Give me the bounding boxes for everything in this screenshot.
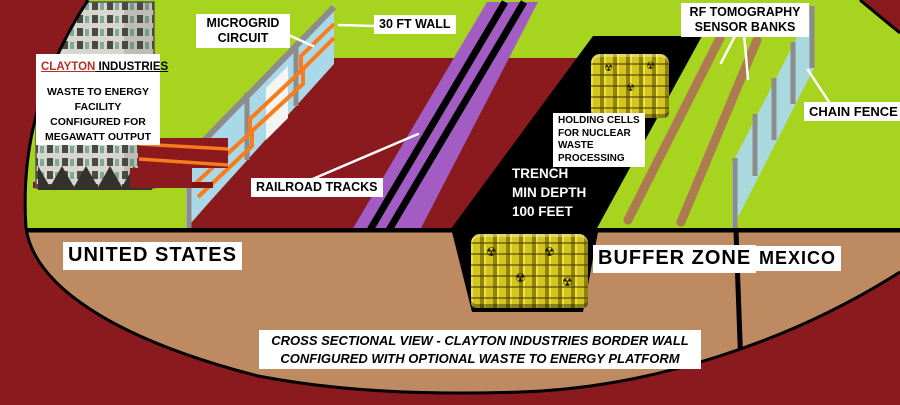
pointer-railroad — [306, 132, 420, 183]
facility-desc-line: WASTE TO ENERGY — [47, 85, 149, 98]
radiation-icon: ☢ — [486, 245, 497, 259]
callout-microgrid-circuit: MICROGRID CIRCUIT — [196, 14, 290, 48]
rail-right — [385, 0, 528, 232]
rail-left — [366, 0, 509, 232]
radiation-icon: ☢ — [562, 275, 573, 289]
callout-chain-fence: CHAIN FENCE — [804, 102, 900, 122]
holding-cells-barrels — [591, 54, 669, 118]
pointer-chain-fence — [806, 68, 835, 110]
diagram-caption: CROSS SECTIONAL VIEW - CLAYTON INDUSTRIE… — [259, 330, 701, 370]
radiation-icon: ☢ — [544, 245, 555, 259]
facility-building-base — [38, 166, 152, 190]
radiation-icon: ☢ — [604, 63, 613, 74]
wall-gate-panel — [266, 66, 288, 140]
facility-brand: CLAYTON INDUSTRIES — [41, 61, 169, 73]
radiation-icon: ☢ — [515, 271, 526, 285]
feed-track-rail — [138, 157, 229, 167]
facility-desc-line: CONFIGURED FOR — [50, 116, 146, 129]
callout-30ft-wall: 30 FT WALL — [374, 15, 456, 34]
zone-buffer-zone: BUFFER ZONE — [593, 245, 757, 273]
facility-feed-track — [130, 168, 192, 188]
underground-waste-barrels — [471, 234, 588, 308]
zone-mexico: MEXICO — [754, 246, 842, 272]
radiation-icon: ☢ — [626, 83, 635, 94]
callout-holding-cells: HOLDING CELLS FOR NUCLEAR WASTE PROCESSI… — [553, 113, 645, 167]
pointer-rf-1 — [719, 32, 738, 65]
pointer-30ft-wall — [337, 23, 376, 28]
facility-label: CLAYTON INDUSTRIES WASTE TO ENERGY FACIL… — [36, 54, 169, 145]
ground-horizon-line — [25, 228, 900, 233]
trench-depth-note: TRENCH MIN DEPTH 100 FEET — [512, 166, 587, 219]
radiation-icon: ☢ — [646, 61, 655, 72]
callout-railroad-tracks: RAILROAD TRACKS — [251, 178, 383, 197]
facility-desc-line: FACILITY — [74, 100, 122, 113]
facility-desc-line: MEGAWATT OUTPUT — [45, 131, 151, 144]
callout-rf-tomography: RF TOMOGRAPHY SENSOR BANKS — [681, 3, 809, 37]
sensor-bank-2 — [676, 35, 762, 227]
pointer-rf-2 — [742, 32, 750, 81]
microgrid-circuit-line — [196, 36, 336, 199]
sensor-bank-1 — [623, 33, 725, 225]
zone-united-states: UNITED STATES — [63, 242, 242, 270]
wall-top-rail — [183, 4, 337, 162]
microgrid-circuit-line — [194, 22, 336, 185]
